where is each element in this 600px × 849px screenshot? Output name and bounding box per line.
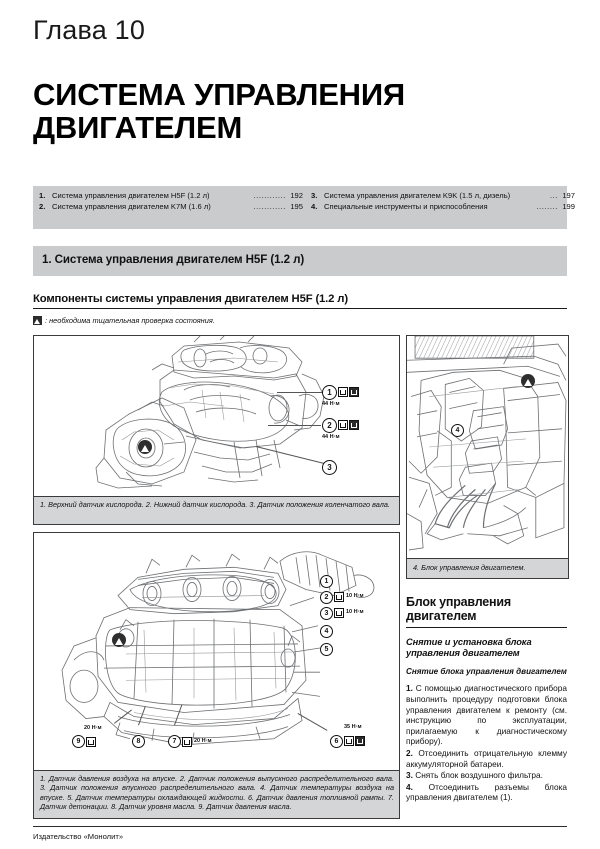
toc-entry-page: 199 xyxy=(562,201,575,211)
spanner-badge-icon xyxy=(338,420,348,430)
torque-value-2: 44 Н·м xyxy=(322,434,340,440)
toc-entry-number: 3. xyxy=(311,191,318,200)
inspect-badge-icon xyxy=(349,420,359,430)
toc-entry[interactable]: 3. Система управления двигателем K9K (1.… xyxy=(311,191,575,200)
ecu-removal-steps: 1. С помощью диагностического прибора вы… xyxy=(406,683,567,803)
callout-marker-1[interactable]: 1 xyxy=(322,385,337,400)
toc-entry-title: Система управления двигателем K9K (1.5 л… xyxy=(324,191,511,200)
spanner-badge-icon xyxy=(338,387,348,397)
step-text: Отсоединить разъемы блока управления дви… xyxy=(406,781,567,803)
toc-leader-dots: ............ xyxy=(253,191,286,200)
spanner-badge-icon xyxy=(344,736,354,746)
figure-1-image: 1 44 Н·м 2 44 Н·м 3 xyxy=(34,336,399,496)
callout-marker-9[interactable]: 9 xyxy=(72,735,85,748)
section-header-bar: 1. Система управления двигателем H5F (1.… xyxy=(33,246,567,276)
spanner-badge-icon xyxy=(182,737,192,747)
figure-3-image: 4 xyxy=(407,336,568,558)
figure-2-caption: 1. Датчик давления воздуха на впуске. 2.… xyxy=(34,770,399,818)
callout-marker-7[interactable]: 7 xyxy=(168,735,181,748)
step-text: Отсоединить отрицательную клемму аккумул… xyxy=(406,748,567,769)
inspection-note-text: : необходима тщательная проверка состоян… xyxy=(45,316,215,325)
toc-leader-dots: ........ xyxy=(536,201,558,211)
section-header-title: 1. Система управления двигателем H5F (1.… xyxy=(42,253,305,266)
figure-ecu-location: 4 4. Блок управления двигателем. xyxy=(406,335,569,579)
toc-entry[interactable]: 1. Система управления двигателем H5F (1.… xyxy=(39,191,303,200)
leader-line xyxy=(277,392,322,393)
callout-marker-5[interactable]: 5 xyxy=(320,643,333,656)
torque-value-2: 10 Н·м xyxy=(346,593,364,599)
callout-marker-4[interactable]: 4 xyxy=(320,625,333,638)
callout-marker-1[interactable]: 1 xyxy=(320,575,333,588)
step-text: Снять блок воздушного фильтра. xyxy=(415,770,543,781)
toc-entry-title: Специальные инструменты и приспособления xyxy=(324,201,488,211)
toc-entry-number: 4. xyxy=(311,201,318,211)
callout-marker-8[interactable]: 8 xyxy=(132,735,145,748)
torque-value-7: 20 Н·м xyxy=(194,738,212,744)
footer-divider xyxy=(33,826,567,828)
step-item: 2. Отсоединить отрицательную клемму акку… xyxy=(406,748,567,769)
ecu-procedure-heading: Снятие и установка блока управления двиг… xyxy=(406,636,532,658)
footer-publisher: Издательство «Монолит» xyxy=(33,832,124,841)
figure-engine-oxygen-sensors: 1 44 Н·м 2 44 Н·м 3 1. Верхний датчик ки… xyxy=(33,335,400,525)
toc-entry[interactable]: 2. Система управления двигателем K7M (1.… xyxy=(39,202,303,211)
toc-column-left: 1. Система управления двигателем H5F (1.… xyxy=(39,191,303,213)
engine-line-art-2 xyxy=(34,533,399,770)
torque-value-3: 10 Н·м xyxy=(346,609,364,615)
figure-engine-sensors-detail: 1 2 10 Н·м 3 10 Н·м 4 5 9 20 Н·м 8 7 20 … xyxy=(33,532,400,819)
step-item: 3. Снять блок воздушного фильтра. xyxy=(406,770,567,781)
step-number: 2. xyxy=(406,748,413,759)
step-item: 4. Отсоединить разъемы блока управления … xyxy=(406,782,567,803)
inspection-note: : необходима тщательная проверка состоян… xyxy=(33,316,215,325)
toc-leader-dots: ... xyxy=(549,191,558,200)
callout-marker-3[interactable]: 3 xyxy=(322,460,337,475)
step-text: С помощью диагностического прибора выпол… xyxy=(406,683,567,747)
toc-entry-number: 2. xyxy=(39,201,46,211)
toc-entry-number: 1. xyxy=(39,191,46,200)
right-text-column: Блок управления двигателем Снятие и уста… xyxy=(406,595,567,804)
torque-value-6: 35 Н·м xyxy=(344,724,362,730)
leader-line xyxy=(268,425,321,426)
figure-2-image: 1 2 10 Н·м 3 10 Н·м 4 5 9 20 Н·м 8 7 20 … xyxy=(34,533,399,770)
toc-leader-dots: ............ xyxy=(253,201,286,211)
callout-marker-4[interactable]: 4 xyxy=(451,424,464,437)
chapter-title-line-2: ДВИГАТЕЛЕМ xyxy=(33,110,243,146)
ecu-section-heading: Блок управления двигателем xyxy=(406,595,567,628)
spanner-badge-icon xyxy=(334,592,344,602)
callout-marker-2[interactable]: 2 xyxy=(320,591,333,604)
toc-entry[interactable]: 4. Специальные инструменты и приспособле… xyxy=(311,202,575,211)
toc-entry-page: 192 xyxy=(290,191,303,200)
torque-value-9: 20 Н·м xyxy=(84,725,102,731)
figure-3-caption: 4. Блок управления двигателем. xyxy=(407,558,568,578)
engine-line-art-1 xyxy=(34,336,399,496)
callout-marker-2[interactable]: 2 xyxy=(322,418,337,433)
inspect-badge-icon xyxy=(355,736,365,746)
torque-value-1: 44 Н·м xyxy=(322,401,340,407)
ecu-removal-heading: Снятие блока управления двигателем xyxy=(406,666,567,676)
spanner-badge-icon xyxy=(86,737,96,747)
warning-triangle-icon xyxy=(33,316,42,325)
chapter-title-line-1: СИСТЕМА УПРАВЛЕНИЯ xyxy=(33,77,406,112)
inspection-point-icon xyxy=(138,440,152,454)
step-number: 4. xyxy=(406,781,413,792)
inspection-point-icon xyxy=(112,633,126,647)
inspect-badge-icon xyxy=(349,387,359,397)
toc-entry-title: Система управления двигателем H5F (1.2 л… xyxy=(52,191,210,200)
spanner-badge-icon xyxy=(334,608,344,618)
toc-column-right: 3. Система управления двигателем K9K (1.… xyxy=(311,191,575,213)
chapter-number: Глава 10 xyxy=(33,15,146,45)
subsection-heading: Компоненты системы управления двигателем… xyxy=(33,293,567,309)
toc-entry-page: 197 xyxy=(562,191,575,200)
callout-marker-6[interactable]: 6 xyxy=(330,735,343,748)
toc-entry-title: Система управления двигателем K7M (1.6 л… xyxy=(52,201,211,211)
table-of-contents: 1. Система управления двигателем H5F (1.… xyxy=(33,186,575,229)
page-title: СИСТЕМА УПРАВЛЕНИЯ ДВИГАТЕЛЕМ xyxy=(33,78,553,145)
toc-entry-page: 195 xyxy=(290,201,303,211)
engine-bay-line-art xyxy=(407,336,568,558)
inspection-point-icon xyxy=(521,374,535,388)
step-number: 1. xyxy=(406,683,413,694)
step-item: 1. С помощью диагностического прибора вы… xyxy=(406,683,567,747)
step-number: 3. xyxy=(406,770,413,781)
callout-marker-3[interactable]: 3 xyxy=(320,607,333,620)
figure-1-caption: 1. Верхний датчик кислорода. 2. Нижний д… xyxy=(34,496,399,524)
